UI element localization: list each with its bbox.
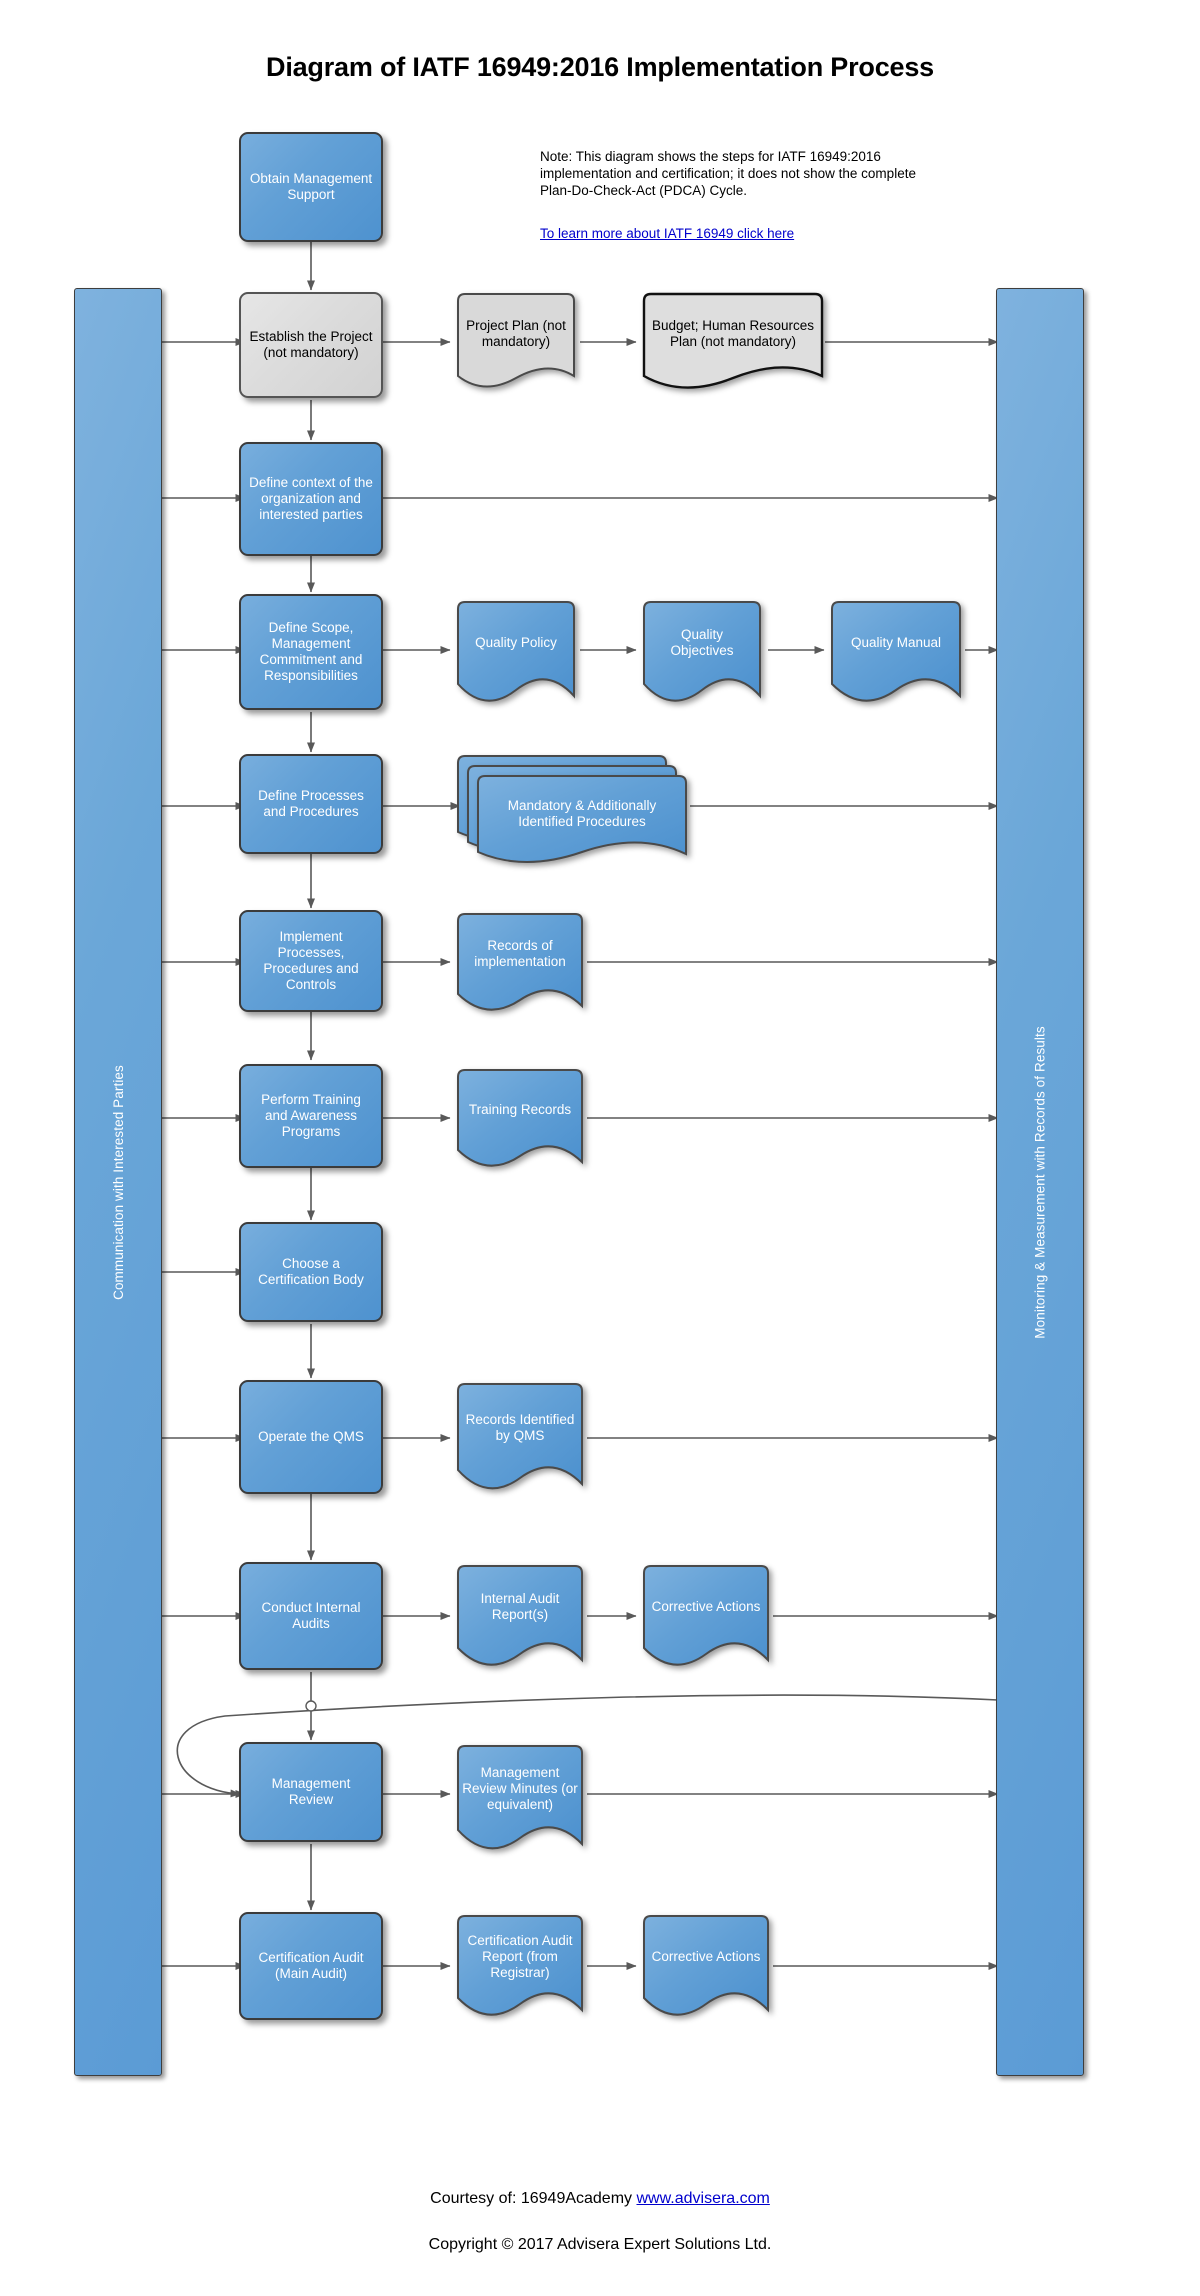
- document-shape: [457, 1383, 583, 1490]
- document-shape: [457, 1745, 583, 1850]
- document-shape: [643, 1565, 769, 1666]
- step-label: Choose a Certification Body: [258, 1256, 364, 1287]
- document-internal-audit-reports[interactable]: Internal Audit Report(s): [452, 1564, 588, 1668]
- document-certification-audit-report[interactable]: Certification Audit Report (from Registr…: [452, 1914, 588, 2018]
- document-shape: [831, 601, 961, 702]
- document-quality-policy[interactable]: Quality Policy: [452, 600, 580, 704]
- document-corrective-actions-audit[interactable]: Corrective Actions: [638, 1564, 774, 1668]
- document-project-plan[interactable]: Project Plan (not mandatory): [452, 292, 580, 392]
- note-text: Note: This diagram shows the steps for I…: [540, 149, 916, 198]
- document-corrective-actions-cert[interactable]: Corrective Actions: [638, 1914, 774, 2018]
- document-shape: [457, 1915, 583, 2016]
- learn-more-link[interactable]: To learn more about IATF 16949 click her…: [540, 226, 795, 241]
- step-implement-processes[interactable]: Implement Processes, Procedures and Cont…: [239, 910, 383, 1012]
- document-shape: [457, 1565, 583, 1666]
- step-label: Perform Training and Awareness Programs: [261, 1092, 361, 1139]
- footer-courtesy: Courtesy of: 16949Academy www.advisera.c…: [0, 2190, 1200, 2208]
- step-label: Implement Processes, Procedures and Cont…: [263, 929, 359, 992]
- document-mandatory-procedures[interactable]: Mandatory & Additionally Identified Proc…: [452, 754, 698, 864]
- document-shape: [457, 293, 575, 388]
- step-define-context[interactable]: Define context of the organization and i…: [239, 442, 383, 556]
- document-shape-stacked: [457, 755, 687, 863]
- document-management-review-minutes[interactable]: Management Review Minutes (or equivalent…: [452, 1744, 588, 1852]
- document-shape: [642, 292, 824, 389]
- advisera-website-link[interactable]: www.advisera.com: [636, 2190, 770, 2207]
- step-label: Management Review: [271, 1776, 351, 1807]
- document-records-of-implementation[interactable]: Records of implementation: [452, 912, 588, 1014]
- step-label: Obtain Management Support: [249, 171, 373, 202]
- step-conduct-internal-audits[interactable]: Conduct Internal Audits: [239, 1562, 383, 1670]
- step-define-processes[interactable]: Define Processes and Procedures: [239, 754, 383, 854]
- step-operate-the-qms[interactable]: Operate the QMS: [239, 1380, 383, 1494]
- step-management-review[interactable]: Management Review: [239, 1742, 383, 1842]
- document-shape: [643, 1915, 769, 2016]
- step-perform-training[interactable]: Perform Training and Awareness Programs: [239, 1064, 383, 1168]
- document-shape: [457, 1069, 583, 1167]
- step-label: Conduct Internal Audits: [261, 1600, 361, 1631]
- document-training-records[interactable]: Training Records: [452, 1068, 588, 1170]
- step-choose-certification-body[interactable]: Choose a Certification Body: [239, 1222, 383, 1322]
- step-label: Certification Audit (Main Audit): [258, 1950, 364, 1981]
- step-label: Define Scope, Management Commitment and …: [259, 620, 363, 683]
- page-title: Diagram of IATF 16949:2016 Implementatio…: [266, 52, 934, 82]
- footer-copyright: Copyright © 2017 Advisera Expert Solutio…: [428, 2236, 772, 2253]
- footer-courtesy-text: Courtesy of: 16949Academy: [430, 2190, 637, 2207]
- step-label: Operate the QMS: [258, 1429, 364, 1444]
- document-shape: [457, 601, 575, 702]
- document-shape: [457, 913, 583, 1011]
- sidebar-communication-label: Communication with Interested Parties: [110, 1064, 126, 1300]
- step-label: Establish the Project (not mandatory): [249, 329, 373, 360]
- step-label: Define Processes and Procedures: [258, 788, 364, 819]
- sidebar-monitoring: Monitoring & Measurement with Records of…: [996, 288, 1084, 2076]
- step-label: Define context of the organization and i…: [249, 475, 373, 522]
- step-certification-audit[interactable]: Certification Audit (Main Audit): [239, 1912, 383, 2020]
- document-quality-objectives[interactable]: Quality Objectives: [638, 600, 766, 704]
- document-budget-hr-plan[interactable]: Budget; Human Resources Plan (not mandat…: [638, 292, 828, 392]
- sidebar-communication: Communication with Interested Parties: [74, 288, 162, 2076]
- step-establish-the-project[interactable]: Establish the Project (not mandatory): [239, 292, 383, 398]
- step-define-scope[interactable]: Define Scope, Management Commitment and …: [239, 594, 383, 710]
- step-obtain-management-support[interactable]: Obtain Management Support: [239, 132, 383, 242]
- document-records-identified-by-qms[interactable]: Records Identified by QMS: [452, 1382, 588, 1492]
- sidebar-monitoring-label: Monitoring & Measurement with Records of…: [1032, 1025, 1048, 1339]
- document-shape: [643, 601, 761, 702]
- document-quality-manual[interactable]: Quality Manual: [826, 600, 966, 704]
